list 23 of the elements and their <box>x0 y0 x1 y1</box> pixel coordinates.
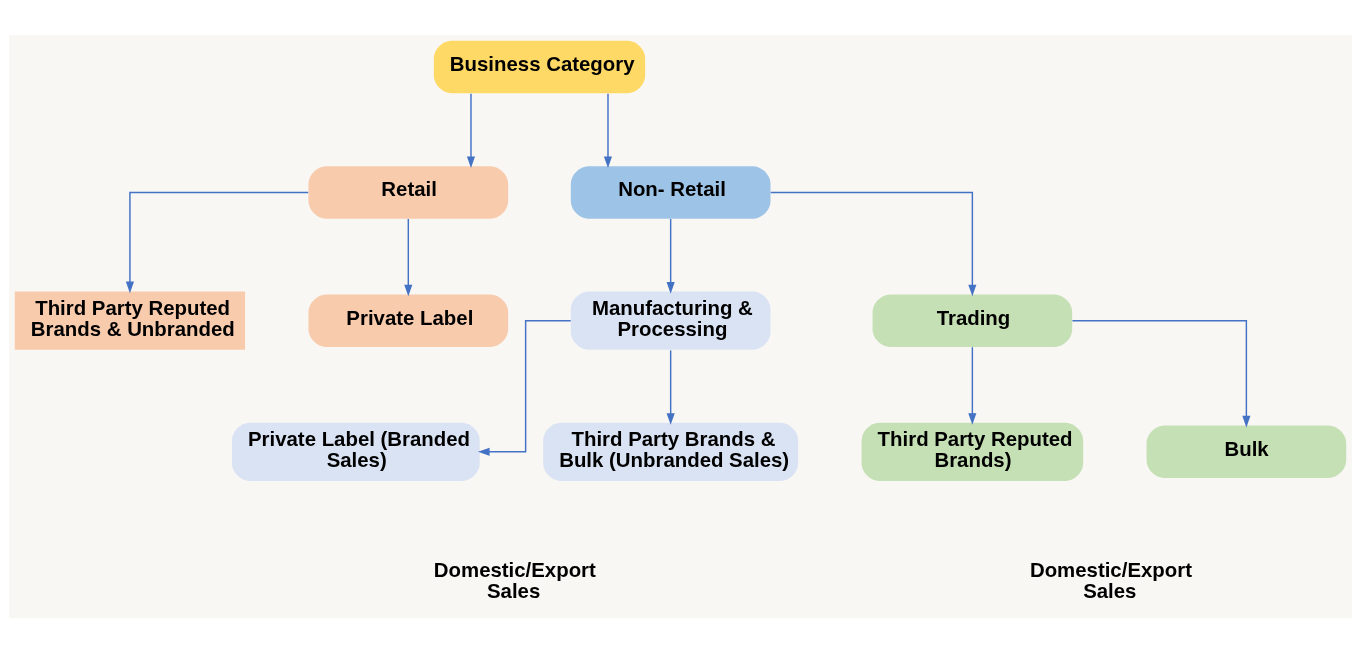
arrow <box>477 319 572 456</box>
arrow <box>769 191 977 296</box>
node-box: Private Label (Branded Sales) <box>231 422 480 481</box>
node-box: Third Party Reputed Brands) <box>861 422 1084 481</box>
node-box: Manufacturing & Processing <box>570 291 771 350</box>
arrow <box>466 92 476 168</box>
arrow <box>968 345 977 425</box>
arrow <box>125 191 309 293</box>
arrow <box>1071 319 1251 427</box>
node-box: Business Category <box>433 40 646 93</box>
node-box: Retail <box>308 165 509 219</box>
arrow <box>666 349 675 425</box>
node-box: Private Label <box>308 293 509 347</box>
node-box: Non- Retail <box>570 165 771 219</box>
arrow <box>603 92 613 168</box>
label: Domestic/Export Sales <box>1029 558 1192 602</box>
arrow <box>666 217 675 294</box>
node-box: Bulk <box>1146 425 1347 478</box>
node-box: Third Party Brands & Bulk (Unbranded Sales) <box>543 422 799 481</box>
node-box: Third Party Reputed Brands & Unbranded <box>14 291 246 350</box>
label: Domestic/Export Sales <box>433 558 596 602</box>
node-box: Trading <box>872 293 1073 347</box>
arrow <box>404 217 413 296</box>
